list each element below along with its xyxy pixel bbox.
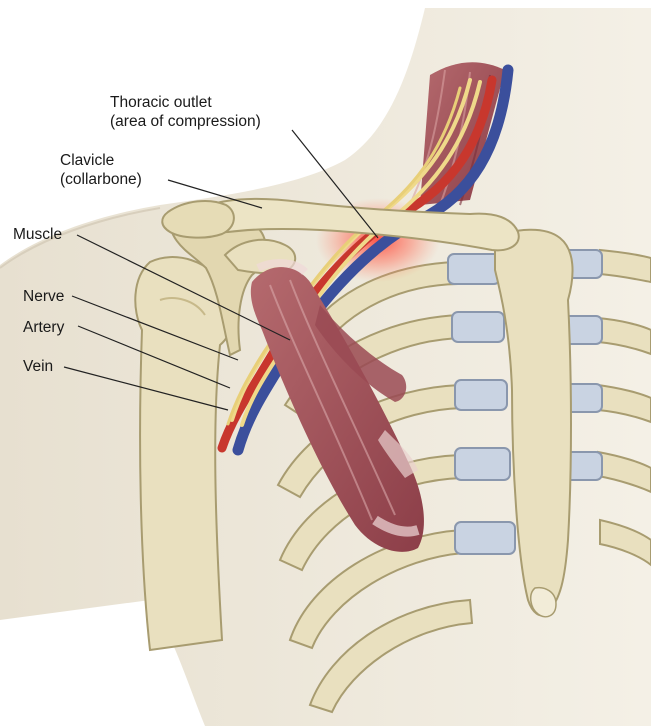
label-clavicle-line2: (collarbone) <box>60 170 142 189</box>
label-muscle: Muscle <box>13 225 62 244</box>
label-clavicle-line1: Clavicle <box>60 151 142 170</box>
label-artery: Artery <box>23 318 64 337</box>
label-thoracic-outlet-line2: (area of compression) <box>110 112 261 131</box>
label-nerve: Nerve <box>23 287 64 306</box>
label-thoracic-outlet: Thoracic outlet (area of compression) <box>110 93 261 131</box>
label-vein: Vein <box>23 357 53 376</box>
label-thoracic-outlet-line1: Thoracic outlet <box>110 93 261 112</box>
label-clavicle: Clavicle (collarbone) <box>60 151 142 189</box>
